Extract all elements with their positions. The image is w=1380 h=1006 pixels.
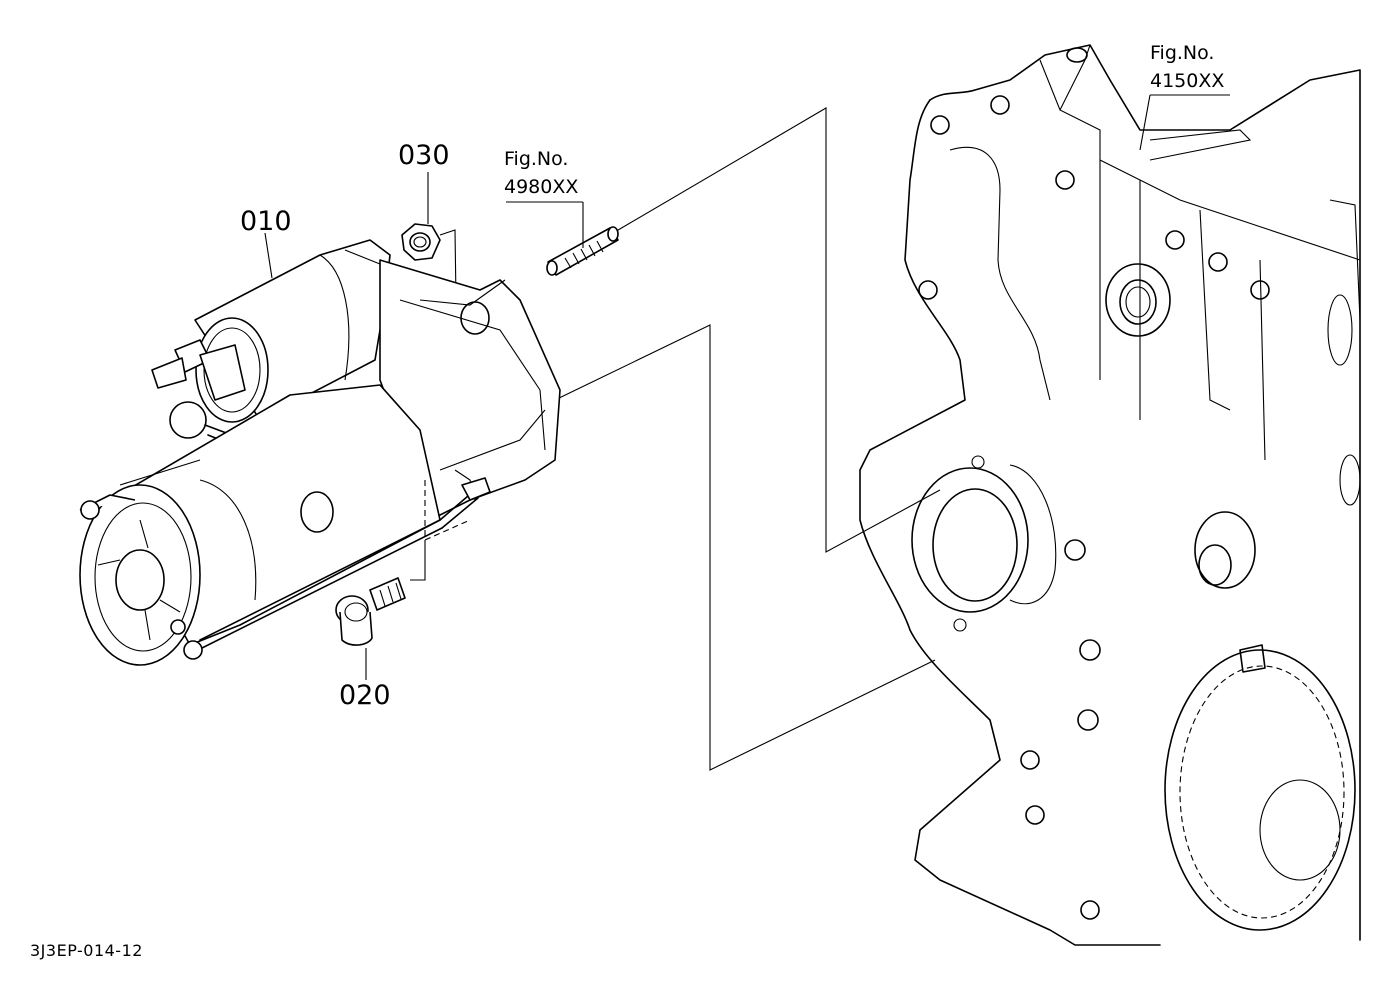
- fig-ref-number-right[interactable]: 4150XX: [1150, 70, 1225, 92]
- flange-bolt: [336, 578, 405, 680]
- fig-ref-label-left: Fig.No.: [504, 148, 569, 170]
- callout-leaders: [265, 95, 1230, 278]
- assembly-leader-lines: [410, 108, 940, 770]
- fig-ref-label-right: Fig.No.: [1150, 42, 1215, 64]
- gear-case-housing: [860, 45, 1360, 945]
- drawing-code: 3J3EP-014-12: [30, 941, 143, 960]
- fig-ref-number-left[interactable]: 4980XX: [504, 176, 579, 198]
- stud-bolt: [547, 202, 618, 275]
- part-number-010[interactable]: 010: [240, 206, 292, 237]
- part-number-020[interactable]: 020: [339, 680, 391, 711]
- starter-motor: [80, 240, 560, 665]
- nut: [402, 172, 440, 260]
- part-number-030[interactable]: 030: [398, 140, 450, 171]
